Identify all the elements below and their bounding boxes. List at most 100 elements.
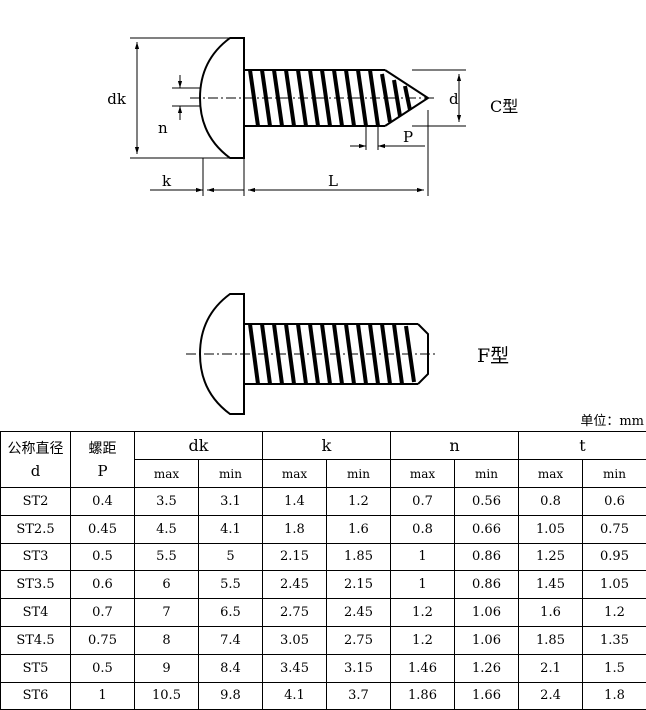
table-cell: ST3 xyxy=(1,543,71,571)
table-cell: 1.8 xyxy=(263,515,327,543)
table-cell: 1 xyxy=(391,571,455,599)
k-label: k xyxy=(162,172,172,190)
table-cell: ST2 xyxy=(1,488,71,516)
pitch-title: 螺距 xyxy=(71,438,134,460)
table-cell: 4.5 xyxy=(135,515,199,543)
c-type-screw-diagram xyxy=(190,38,435,158)
table-cell: 1.8 xyxy=(583,682,646,710)
table-cell: 2.1 xyxy=(519,654,583,682)
table-cell: 0.86 xyxy=(455,571,519,599)
table-cell: 1.05 xyxy=(583,571,646,599)
sub-header: max xyxy=(135,460,199,488)
table-cell: 10.5 xyxy=(135,682,199,710)
f-type-label: F型 xyxy=(477,345,509,367)
table-cell: 1.06 xyxy=(455,626,519,654)
table-cell: 1.66 xyxy=(455,682,519,710)
sub-header: min xyxy=(455,460,519,488)
table-cell: 1.26 xyxy=(455,654,519,682)
table-cell: 1.2 xyxy=(391,626,455,654)
table-cell: 1.25 xyxy=(519,543,583,571)
table-cell: 0.6 xyxy=(583,488,646,516)
c-type-label: C型 xyxy=(490,97,518,116)
table-cell: 6.5 xyxy=(199,599,263,627)
table-cell: 2.15 xyxy=(263,543,327,571)
unit-label: 单位：mm xyxy=(580,410,644,429)
table-cell: 2.4 xyxy=(519,682,583,710)
table-cell: 2.45 xyxy=(263,571,327,599)
table-cell: 1.86 xyxy=(391,682,455,710)
sub-header: max xyxy=(263,460,327,488)
table-cell: 5.5 xyxy=(135,543,199,571)
table-cell: 1.2 xyxy=(583,599,646,627)
table-cell: 1.2 xyxy=(391,599,455,627)
table-cell: 0.5 xyxy=(71,654,135,682)
sub-header: min xyxy=(583,460,646,488)
table-cell: 1.45 xyxy=(519,571,583,599)
d-label: d xyxy=(449,90,459,108)
table-cell: 1 xyxy=(71,682,135,710)
table-cell: 8 xyxy=(135,626,199,654)
table-cell: 1.06 xyxy=(455,599,519,627)
c-type-dimensions xyxy=(130,38,466,196)
dimension-table: 公称直径 d 螺距 P dk k n t max min max min max… xyxy=(0,431,646,710)
table-cell: 3.5 xyxy=(135,488,199,516)
p-label: P xyxy=(403,128,413,146)
sub-header: min xyxy=(327,460,391,488)
table-cell: 2.15 xyxy=(327,571,391,599)
l-label: L xyxy=(328,172,338,190)
table-cell: 4.1 xyxy=(263,682,327,710)
sub-header: min xyxy=(199,460,263,488)
table-cell: ST4.5 xyxy=(1,626,71,654)
table-header-row: 公称直径 d 螺距 P dk k n t xyxy=(1,432,646,460)
nominal-diameter-header: 公称直径 d xyxy=(1,432,71,488)
table-cell: 1.85 xyxy=(519,626,583,654)
table-cell: 3.7 xyxy=(327,682,391,710)
table-cell: 2.75 xyxy=(327,626,391,654)
table-cell: 5 xyxy=(199,543,263,571)
table-cell: 0.75 xyxy=(583,515,646,543)
table-cell: 1.46 xyxy=(391,654,455,682)
sub-header: max xyxy=(391,460,455,488)
nominal-diameter-symbol: d xyxy=(1,460,70,482)
table-cell: 3.45 xyxy=(263,654,327,682)
table-cell: 0.45 xyxy=(71,515,135,543)
table-cell: 0.5 xyxy=(71,543,135,571)
table-cell: 0.8 xyxy=(519,488,583,516)
table-cell: 1.85 xyxy=(327,543,391,571)
table-cell: ST6 xyxy=(1,682,71,710)
table-cell: ST5 xyxy=(1,654,71,682)
table-cell: 1 xyxy=(391,543,455,571)
table-cell: 1.4 xyxy=(263,488,327,516)
dk-label: dk xyxy=(107,90,127,108)
screw-drawings: dk n k L d P C型 F型 xyxy=(0,0,646,420)
table-cell: 0.8 xyxy=(391,515,455,543)
table-cell: 6 xyxy=(135,571,199,599)
table-cell: 0.7 xyxy=(391,488,455,516)
table-cell: 4.1 xyxy=(199,515,263,543)
table-cell: 1.05 xyxy=(519,515,583,543)
table-cell: 0.86 xyxy=(455,543,519,571)
sub-header: max xyxy=(519,460,583,488)
table-cell: 0.6 xyxy=(71,571,135,599)
table-cell: 2.75 xyxy=(263,599,327,627)
table-cell: ST3.5 xyxy=(1,571,71,599)
table-cell: 3.15 xyxy=(327,654,391,682)
table-cell: 0.56 xyxy=(455,488,519,516)
table-cell: 1.6 xyxy=(519,599,583,627)
table-cell: 7 xyxy=(135,599,199,627)
k-group-header: k xyxy=(263,432,391,460)
nominal-diameter-title: 公称直径 xyxy=(1,438,70,460)
table-cell: ST4 xyxy=(1,599,71,627)
table-cell: 5.5 xyxy=(199,571,263,599)
table-cell: 0.75 xyxy=(71,626,135,654)
table-cell: 8.4 xyxy=(199,654,263,682)
table-cell: 0.95 xyxy=(583,543,646,571)
